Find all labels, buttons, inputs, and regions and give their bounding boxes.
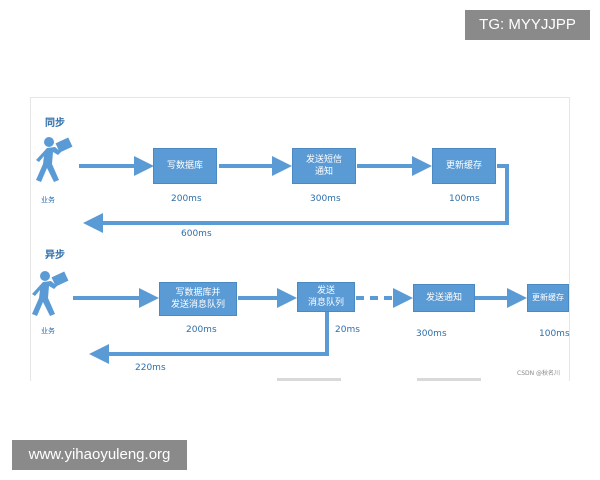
cropped-box-stub-right: [417, 378, 481, 381]
async-actor-label: 业务: [41, 327, 55, 335]
sync-step-send-sms-label-2: 通知: [314, 167, 333, 177]
async-step-write-db-mq: 写数据库并 发送消息队列: [159, 282, 237, 316]
sync-step-update-cache-label: 更新缓存: [445, 161, 482, 171]
watermark-bottom-left: www.yihaoyuleng.org: [12, 440, 187, 470]
async-step-write-db-mq-label-2: 发送消息队列: [170, 300, 225, 310]
arrows-layer: [73, 156, 527, 364]
sync-total-time: 600ms: [181, 229, 212, 239]
sync-step-send-sms: 发送短信 通知: [292, 148, 356, 184]
csdn-watermark: CSDN @秋名川: [517, 370, 561, 377]
sync-step-send-sms-label-1: 发送短信: [305, 155, 342, 165]
async-total-time: 220ms: [135, 363, 166, 373]
sync-step-write-db-label: 写数据库: [166, 161, 203, 171]
async-actor-person-icon: [32, 271, 69, 316]
watermark-top-right: TG: MYYJJPP: [465, 10, 590, 40]
async-step-send-notify-time: 300ms: [416, 329, 447, 339]
async-step-send-mq-label-2: 消息队列: [307, 298, 344, 308]
async-step-update-cache-label: 更新缓存: [532, 293, 564, 302]
sync-step-write-db-time: 200ms: [171, 194, 202, 204]
sync-title: 同步: [45, 118, 65, 129]
async-step-send-mq-label-1: 发送: [316, 286, 335, 296]
async-step-send-notify: 发送通知: [413, 284, 475, 312]
async-step-send-mq: 发送 消息队列: [297, 282, 355, 312]
sync-actor-person-icon: [36, 137, 73, 182]
async-step-send-notify-label: 发送通知: [425, 293, 462, 303]
sync-step-update-cache: 更新缓存: [432, 148, 496, 184]
async-step-write-db-mq-label-1: 写数据库并: [175, 288, 221, 298]
sync-actor-label: 业务: [41, 196, 55, 204]
async-return-arrow: [89, 312, 329, 364]
async-step-update-cache: 更新缓存: [527, 284, 569, 312]
sync-step-send-sms-time: 300ms: [310, 194, 341, 204]
sync-return-arrow: [83, 164, 509, 233]
diagram-canvas: 同步 业务 写数据库 200ms 发送短信 通知 300ms 更新缓存 100m…: [30, 97, 570, 381]
cropped-box-stub-left: [277, 378, 341, 381]
sync-step-write-db: 写数据库: [153, 148, 217, 184]
async-title: 异步: [45, 250, 65, 261]
async-step-write-db-mq-time: 200ms: [186, 325, 217, 335]
sync-step-update-cache-time: 100ms: [449, 194, 480, 204]
async-step-update-cache-time: 100ms: [539, 329, 570, 339]
async-step-send-mq-time: 20ms: [335, 325, 360, 335]
